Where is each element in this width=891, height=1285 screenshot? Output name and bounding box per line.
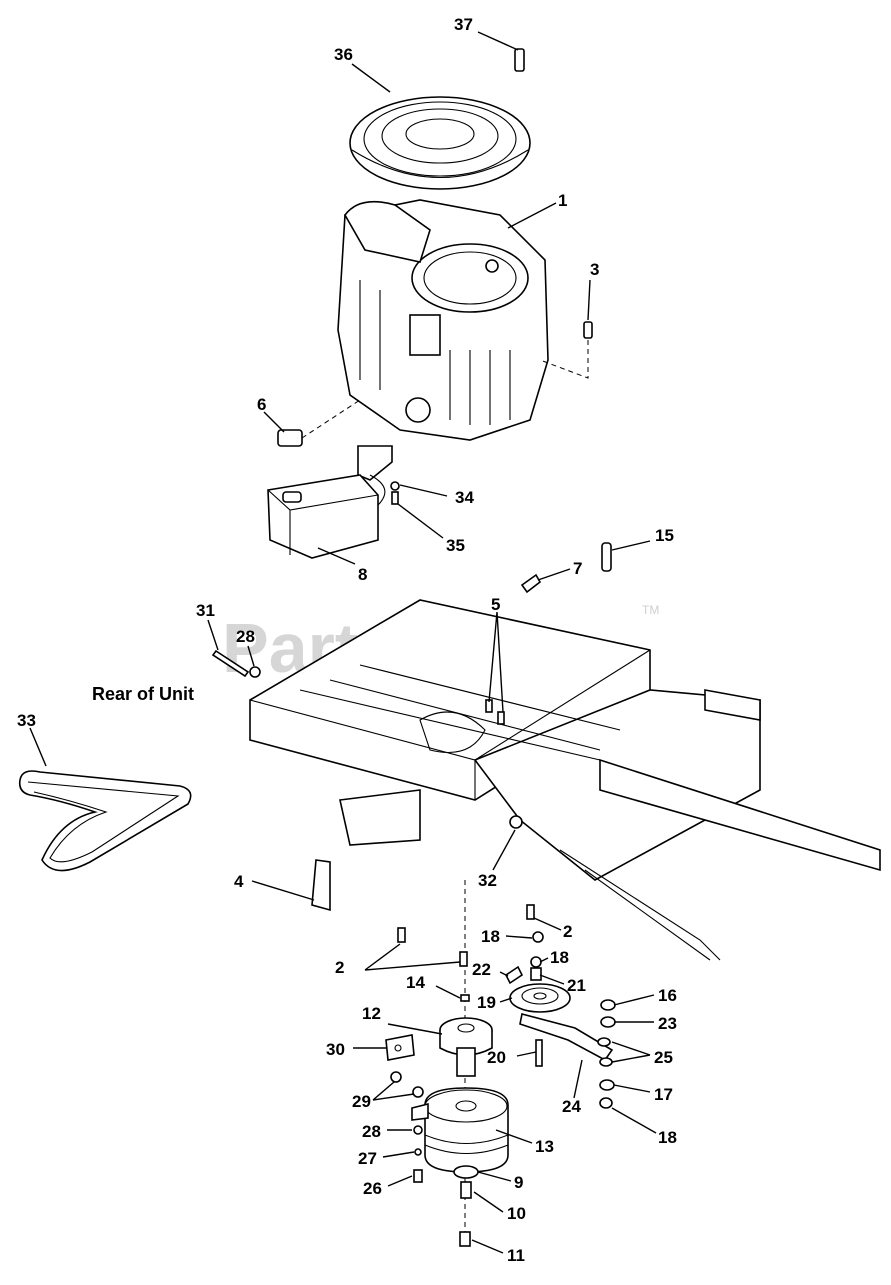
part-6-guide [301,399,361,439]
callout-17[interactable]: 17 [654,1085,673,1104]
part-11-bolt[interactable] [459,1231,471,1247]
part-37-bolt[interactable] [514,48,525,72]
callout-6[interactable]: 6 [257,395,266,414]
part-29-nuts[interactable] [390,1071,424,1098]
callout-19[interactable]: 19 [477,993,496,1012]
part-17-washer[interactable] [599,1079,615,1091]
callout-24[interactable]: 24 [562,1097,581,1116]
part-2-bolts-left[interactable] [397,927,468,967]
part-31-rod[interactable] [211,649,250,678]
rear-of-unit-label: Rear of Unit [92,684,194,704]
callout-3[interactable]: 3 [590,260,599,279]
part-18-nut-top[interactable] [532,931,544,943]
callout-13[interactable]: 13 [535,1137,554,1156]
callout-18-bottom[interactable]: 18 [658,1128,677,1147]
part-7-clip[interactable] [520,573,542,594]
callout-10[interactable]: 10 [507,1204,526,1223]
part-1-engine[interactable] [337,199,549,441]
callout-23[interactable]: 23 [658,1014,677,1033]
part-2-bolt-right[interactable] [526,904,535,920]
part-22-spring[interactable] [504,965,524,985]
callout-11[interactable]: 11 [507,1246,525,1265]
part-3-guide [539,340,589,379]
callout-33[interactable]: 33 [17,711,36,730]
callout-8[interactable]: 8 [358,565,367,584]
callout-15[interactable]: 15 [655,526,674,545]
part-16-washer[interactable] [600,999,616,1011]
callout-26[interactable]: 26 [363,1179,382,1198]
callout-28-lower[interactable]: 28 [362,1122,381,1141]
part-33-belt[interactable] [18,770,192,872]
callout-32[interactable]: 32 [478,871,497,890]
part-36-air-filter-cover[interactable] [349,96,531,190]
callout-20[interactable]: 20 [487,1048,506,1067]
callout-9[interactable]: 9 [514,1173,523,1192]
part-12-hub[interactable] [439,1017,493,1077]
part-4-bracket[interactable] [311,859,331,912]
frame-chassis[interactable] [249,599,881,961]
part-3-bolt[interactable] [583,321,593,339]
part-9-spacer[interactable] [453,1165,479,1179]
part-14-washer[interactable] [460,994,470,1002]
part-15-pin[interactable] [601,542,612,572]
callout-34[interactable]: 34 [455,488,474,507]
part-8-muffler[interactable] [267,474,379,559]
callout-25[interactable]: 25 [654,1048,673,1067]
callout-12[interactable]: 12 [362,1004,381,1023]
callout-31[interactable]: 31 [196,601,215,620]
callout-27[interactable]: 27 [358,1149,377,1168]
part-28-clip-upper[interactable] [249,666,261,678]
callout-2-left[interactable]: 2 [335,958,344,977]
part-18-nut-bottom[interactable] [599,1097,613,1109]
callout-7[interactable]: 7 [573,559,582,578]
part-28-clip-lower[interactable] [413,1125,423,1135]
callout-1[interactable]: 1 [558,191,567,210]
part-18-nut-mid[interactable] [530,956,542,968]
callout-21[interactable]: 21 [567,976,586,995]
callout-37[interactable]: 37 [454,15,473,34]
callout-14[interactable]: 14 [406,973,425,992]
part-10-washer[interactable] [460,1181,472,1199]
part-21-spacer[interactable] [530,967,542,981]
part-13-clutch[interactable] [411,1087,509,1173]
leader-lines [29,31,657,1254]
part-20-pin[interactable] [535,1039,543,1067]
callout-5[interactable]: 5 [491,595,500,614]
part-23-washer[interactable] [600,1016,616,1028]
callout-36[interactable]: 36 [334,45,353,64]
part-35-screw[interactable] [391,491,399,505]
callout-18-mid[interactable]: 18 [550,948,569,967]
part-26-bolt[interactable] [413,1169,423,1183]
part-6-fitting[interactable] [277,429,303,447]
callout-28-upper[interactable]: 28 [236,627,255,646]
callout-29[interactable]: 29 [352,1092,371,1111]
part-34-washer[interactable] [390,481,400,491]
part-32-bolt[interactable] [509,815,523,829]
watermark-trademark: TM [642,603,659,617]
part-19-idler-pulley[interactable] [509,983,571,1013]
part-25-bushings[interactable] [597,1037,613,1067]
callout-18-top[interactable]: 18 [481,927,500,946]
callout-22[interactable]: 22 [472,960,491,979]
callout-2-right[interactable]: 2 [563,922,572,941]
callout-16[interactable]: 16 [658,986,677,1005]
callout-30[interactable]: 30 [326,1040,345,1059]
part-27-washer[interactable] [414,1148,422,1156]
callout-35[interactable]: 35 [446,536,465,555]
callout-4[interactable]: 4 [234,872,244,891]
part-30-bracket[interactable] [385,1034,415,1061]
